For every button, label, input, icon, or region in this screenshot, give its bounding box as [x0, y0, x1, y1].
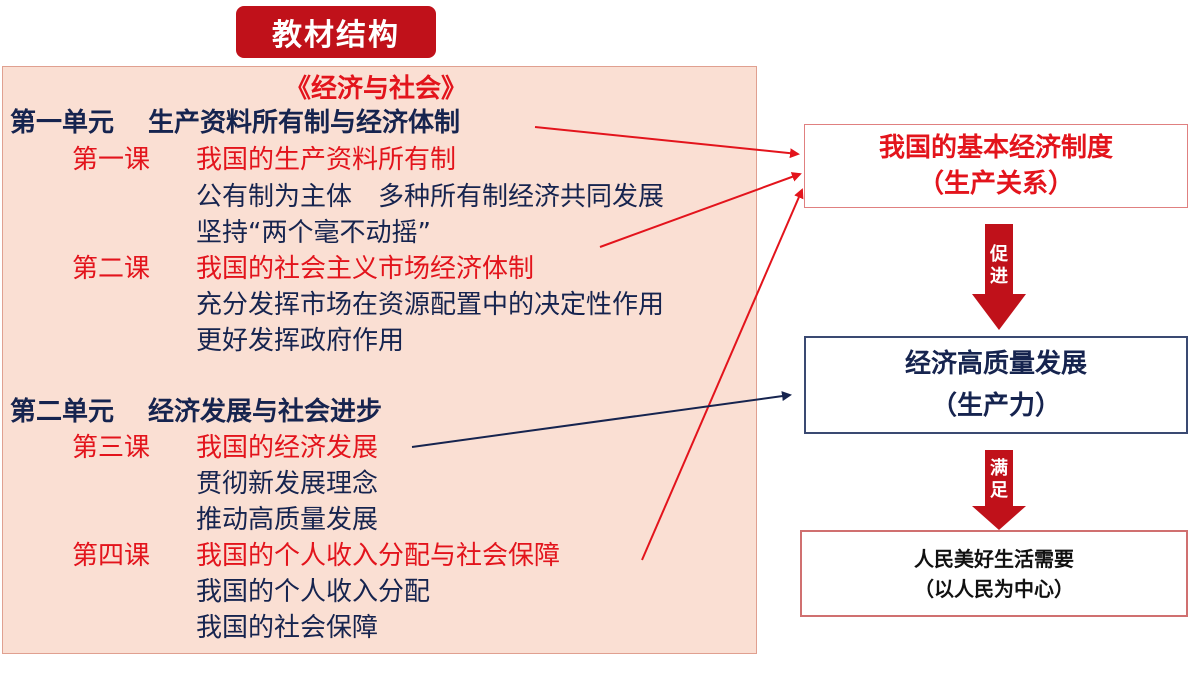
- lesson-4-title: 我国的个人收入分配与社会保障: [196, 541, 561, 571]
- lesson-3-item: 贯彻新发展理念: [196, 469, 379, 499]
- lesson-1-label: 第一课: [72, 145, 151, 175]
- lesson-2-item: 充分发挥市场在资源配置中的决定性作用: [196, 290, 665, 320]
- satisfy-arrow-label: 满足: [990, 458, 1008, 501]
- book-title: 《经济与社会》: [285, 74, 468, 104]
- lesson-1-heading: 第一课 我国的生产资料所有制: [72, 145, 456, 175]
- lesson-4-item: 我国的个人收入分配: [196, 577, 431, 607]
- lesson-3-label: 第三课: [72, 433, 151, 463]
- box1-line1: 我国的基本经济制度: [878, 133, 1113, 163]
- lesson-3-item: 推动高质量发展: [196, 505, 379, 535]
- lesson-3-heading: 第三课 我国的经济发展: [72, 433, 378, 463]
- lesson-1-title: 我国的生产资料所有制: [196, 145, 457, 175]
- unit-1-heading: 第一单元 生产资料所有制与经济体制: [10, 108, 460, 138]
- unit-2-heading: 第二单元 经济发展与社会进步: [10, 397, 382, 427]
- promote-arrow-shape: [972, 224, 1026, 330]
- box3-line1: 人民美好生活需要: [914, 546, 1074, 571]
- arrow-lesson3-to-box2: [411, 391, 792, 448]
- unit-2-title: 经济发展与社会进步: [148, 397, 383, 427]
- lesson-1-item: 公有制为主体 多种所有制经济共同发展: [196, 182, 665, 212]
- unit-1-title: 生产资料所有制与经济体制: [148, 108, 461, 138]
- box3-line2: （以人民为中心）: [914, 576, 1074, 601]
- lesson-2-item: 更好发挥政府作用: [196, 326, 405, 356]
- lesson-4-label: 第四课: [72, 541, 151, 571]
- textbook-outline-panel: [2, 66, 757, 654]
- arrow-lesson4-to-box1: [641, 188, 804, 561]
- unit-1-label: 第一单元: [10, 108, 115, 138]
- box2-line2: （生产力）: [930, 391, 1061, 421]
- lesson-4-item: 我国的社会保障: [196, 613, 379, 643]
- lesson-2-heading: 第二课 我国的社会主义市场经济体制: [72, 254, 534, 284]
- lesson-2-title: 我国的社会主义市场经济体制: [196, 254, 535, 284]
- satisfy-arrow-shape: [972, 450, 1026, 530]
- high-quality-development-box: 经济高质量发展 （生产力）: [804, 336, 1188, 434]
- promote-arrow-label: 促进: [990, 244, 1008, 287]
- arrow-lesson2-to-box1: [599, 172, 802, 248]
- unit-2-label: 第二单元: [10, 397, 115, 427]
- basic-economic-system-box: 我国的基本经济制度 （生产关系）: [804, 124, 1188, 208]
- box1-line2: （生产关系）: [917, 169, 1074, 199]
- lesson-4-heading: 第四课 我国的个人收入分配与社会保障: [72, 541, 560, 571]
- lesson-3-title: 我国的经济发展: [196, 433, 379, 463]
- lesson-1-item: 坚持“两个毫不动摇”: [196, 218, 431, 248]
- arrow-lesson1-to-box1: [534, 126, 800, 159]
- box2-line1: 经济高质量发展: [904, 349, 1087, 379]
- people-needs-box: 人民美好生活需要 （以人民为中心）: [800, 530, 1188, 617]
- lesson-2-label: 第二课: [72, 254, 151, 284]
- page-title: 教材结构: [236, 6, 436, 58]
